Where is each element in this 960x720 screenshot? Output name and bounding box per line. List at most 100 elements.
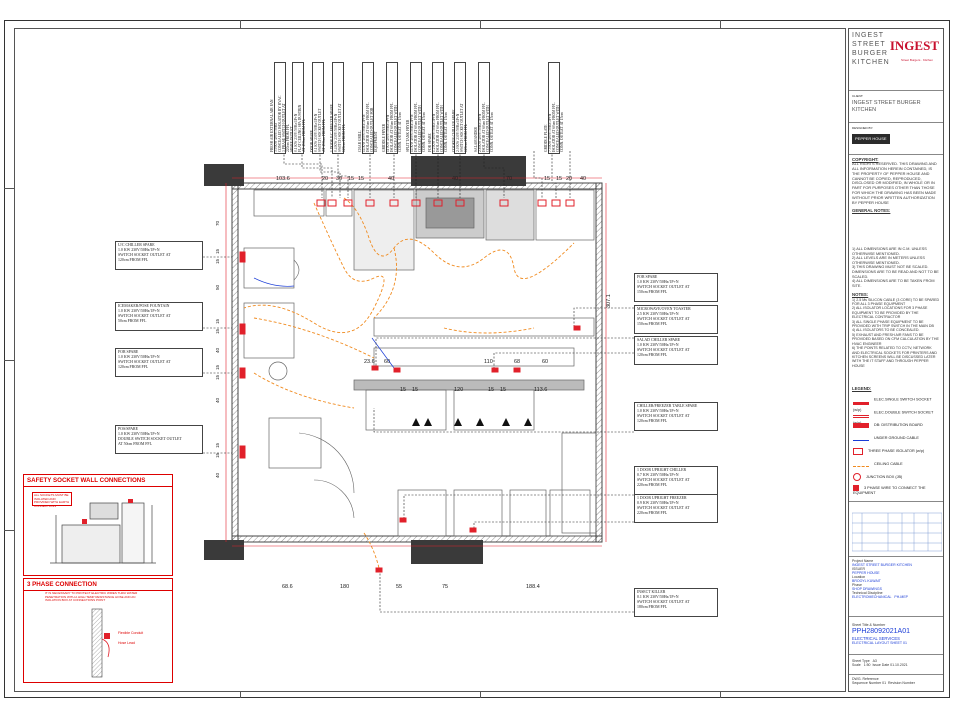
general-note-3: 4) ALL DIMENSIONS ARE TO BE TAKEN FROM S… [852, 279, 935, 288]
left-dimension-text: 70 15 15 50 15 15 40 15 15 40 15 15 40 [215, 220, 220, 478]
isolator-icon [853, 447, 863, 455]
equip-label-10: GRIDDLE PLATE 7.5 KW 400V/50Hz/3P+N ISOL… [544, 62, 564, 154]
leader-lines [203, 151, 634, 613]
discipline-label: Technical Discipline [852, 591, 883, 595]
sheet-number: PPH28092021A01 [852, 628, 910, 635]
legend-heading: LEGEND: [852, 386, 872, 391]
dim-right: 307.1 [606, 294, 612, 308]
equip-label-9: SALAMANDER 2.8 KW 400V/50Hz/3P+N ISOLATO… [474, 62, 494, 154]
dim-left-11: 15 [215, 452, 220, 458]
revision-label: Revision Number [888, 681, 915, 685]
dim-bottom-3: 75 [442, 584, 448, 590]
equipment-top [253, 189, 595, 271]
dim-top-1: 20 [322, 176, 328, 182]
dim-left-6: 40 [215, 347, 220, 353]
dim-inner-8: 15 [488, 387, 494, 393]
general-notes-heading: GENERAL NOTES: [852, 208, 891, 214]
equip-label-1: SPARE OUTLET 0.1 KW 230V/50Hz/1P+N FLAT … [290, 62, 306, 154]
brand-line-1: STREET [852, 41, 886, 48]
note-5: 6) THE POINTS RELATED TO CCTV, NETWORK A… [852, 346, 937, 368]
equip-label-6: SPLIT TANK FRYER 14 KW 400V/50Hz/3P+N IS… [406, 62, 426, 154]
dim-inner-4: 60 [542, 359, 548, 365]
single-socket-icon [853, 394, 869, 405]
safety-socket-detail: SAFETY SOCKET WALL CONNECTIONS ALL SOCKE… [23, 474, 173, 576]
copyright-heading: COPYRIGHT: [852, 157, 879, 162]
revision-grid [851, 512, 943, 552]
notes-heading: NOTES: [852, 292, 869, 298]
sheet-type: A3 [872, 659, 877, 663]
logo-tagline: Street Burgers · Kitchen [900, 58, 933, 62]
dim-top-6: 40 [452, 176, 458, 182]
dim-top-8: 15 [544, 176, 550, 182]
title-block: INGEST STREET BURGER KITCHEN INGEST Stre… [848, 28, 944, 692]
left-label-0: U/C CHILLER SPARE 1.0 KW 230V/50Hz/1P+N … [115, 241, 203, 270]
dim-left-4: 15 [215, 318, 220, 324]
right-label-6: INSECT KILLER 0.1 KW 230V/50Hz/1P+N SWIT… [634, 588, 718, 617]
scale-label: Scale [852, 663, 861, 667]
note-0: 1) 2.5 Ms SILICON CABLE (3 CORE) TO BE S… [852, 297, 940, 307]
equip-label-3: 1 DOOR U/C FREEZER SPARE 0.4 KW 230V/50H… [330, 62, 346, 154]
right-label-5: 1 DOOR UPRIGHT FREEZER 0.9 KW 230V/50Hz/… [634, 494, 718, 523]
dim-left-9: 40 [215, 397, 220, 403]
equip-label-7: FOR SPARE 1.2 KW 400V/50Hz/3P+N ISOLATOR… [428, 62, 448, 154]
dim-top-7: 70 [506, 176, 512, 182]
dim-inner-0: 23.6 [364, 359, 375, 365]
isolator-triangles [412, 418, 532, 426]
brand-line-2: BURGER [852, 50, 888, 57]
note-2: 3) ALL SINGLE PHASE EQUIPMENT TO BE PROV… [852, 319, 934, 329]
phase-callout-0: Flexible Conduit [118, 631, 144, 635]
legend-row-2: DB: DISTRIBUTION BOARD [853, 420, 940, 430]
right-label-4: 1 DOOR UPRIGHT CHILLER 0.7 KW 230V/50Hz/… [634, 466, 718, 495]
note-4: 5) EXHAUST AND FRESH AIR FANS TO BE PROV… [852, 332, 939, 346]
ingest-logo: INGEST [889, 38, 939, 53]
wall-columns [204, 156, 526, 564]
electrical-floor-plan: 103.6 20 30 15 15 40 40 70 15 15 20 40 2… [203, 151, 634, 613]
safety-note: ALL SOCKETS MUST BE ISOLATED AND PROVIDE… [32, 492, 72, 508]
equip-label-0: FRESH AIR EXTERNAL AIR FAN 3.0 KW 400V/5… [270, 62, 290, 154]
drawing-frame [14, 28, 846, 692]
dimension-text: 103.6 20 30 15 15 40 40 70 15 15 20 40 2… [276, 176, 612, 590]
note-1: 2) ALL ISOLATOR LOCATIONS FOR 3 PHASE EQ… [852, 306, 928, 320]
dim-left-7: 15 [215, 364, 220, 370]
counters [243, 247, 597, 537]
dim-left-1: 15 [215, 248, 220, 254]
underground-cable-icon [853, 436, 869, 441]
right-label-0: FOR SPARE 1.0 KW 230V/50Hz/1P+N SWITCH S… [634, 273, 718, 302]
legend-row-0: ELEC.SINGLE SWITCH SOCKET (w/p) [853, 394, 940, 412]
location: BROOYL KUWAIT [852, 579, 881, 583]
sheet-border [4, 20, 950, 698]
dim-inner-7: 120 [454, 387, 463, 393]
dim-left-0: 70 [215, 220, 220, 226]
client-label: CLIENT: [852, 94, 864, 98]
project-name: INGEST STREET BURGER KITCHEN [852, 563, 912, 567]
dim-inner-5: 15 [400, 387, 406, 393]
dim-top-5: 40 [388, 176, 394, 182]
equip-label-2: DOOR SPARE 0.1 KW 230V/50Hz/1P+N SWITCH … [310, 62, 326, 154]
phase-callout-1: Hose Lead [118, 641, 135, 645]
equip-label-4: CHAR GRILL 14 KW 400V/50Hz/3P+N ISOLATOR… [358, 62, 378, 154]
legend-row-5: CEILING CABLE [853, 459, 940, 469]
discipline: ELECTROMECHANICAL [852, 595, 892, 599]
dim-inner-2: 110 [484, 359, 493, 365]
dim-inner-1: 60 [384, 359, 390, 365]
issuer: PEPPER HOUSE [852, 571, 880, 575]
dim-top-11: 40 [580, 176, 586, 182]
dim-left-5: 15 [215, 328, 220, 334]
copyright-text: ALL RIGHTS RESERVED. THIS DRAWING AND AL… [852, 161, 937, 205]
left-label-1: ICEMAKER/POSE FOUNTAIN 1.0 KW 230V/50Hz/… [115, 302, 203, 331]
dim-left-10: 15 [215, 442, 220, 448]
dim-left-8: 15 [215, 374, 220, 380]
right-label-3: CHILLER/FREEZER TABLE SPARE 1.0 KW 230V/… [634, 402, 718, 431]
general-note-2: 3) THIS DRAWING MUST NOT BE SCALED. DIME… [852, 265, 939, 279]
right-label-1: MICROWAVE/OVEN TOASTER 2.5 KW 230V/50Hz/… [634, 305, 718, 334]
issue-date-label: Issue Date [872, 663, 890, 667]
scale: 1:50 [863, 663, 871, 667]
legend-row-1: ELEC.DOUBLE SWITCH SOCKET (w/p) [853, 407, 940, 425]
location-label: Location [852, 575, 866, 579]
legend-row-7: 3 PHASE WIRE TO CONNECT THE EQUIPMENT [853, 485, 926, 495]
dim-inner-10: 113.6 [534, 387, 547, 393]
doors [293, 259, 355, 519]
underground-cable-run [253, 277, 395, 369]
dim-left-2: 15 [215, 258, 220, 264]
issue-date: 01.10.2021 [890, 663, 908, 667]
